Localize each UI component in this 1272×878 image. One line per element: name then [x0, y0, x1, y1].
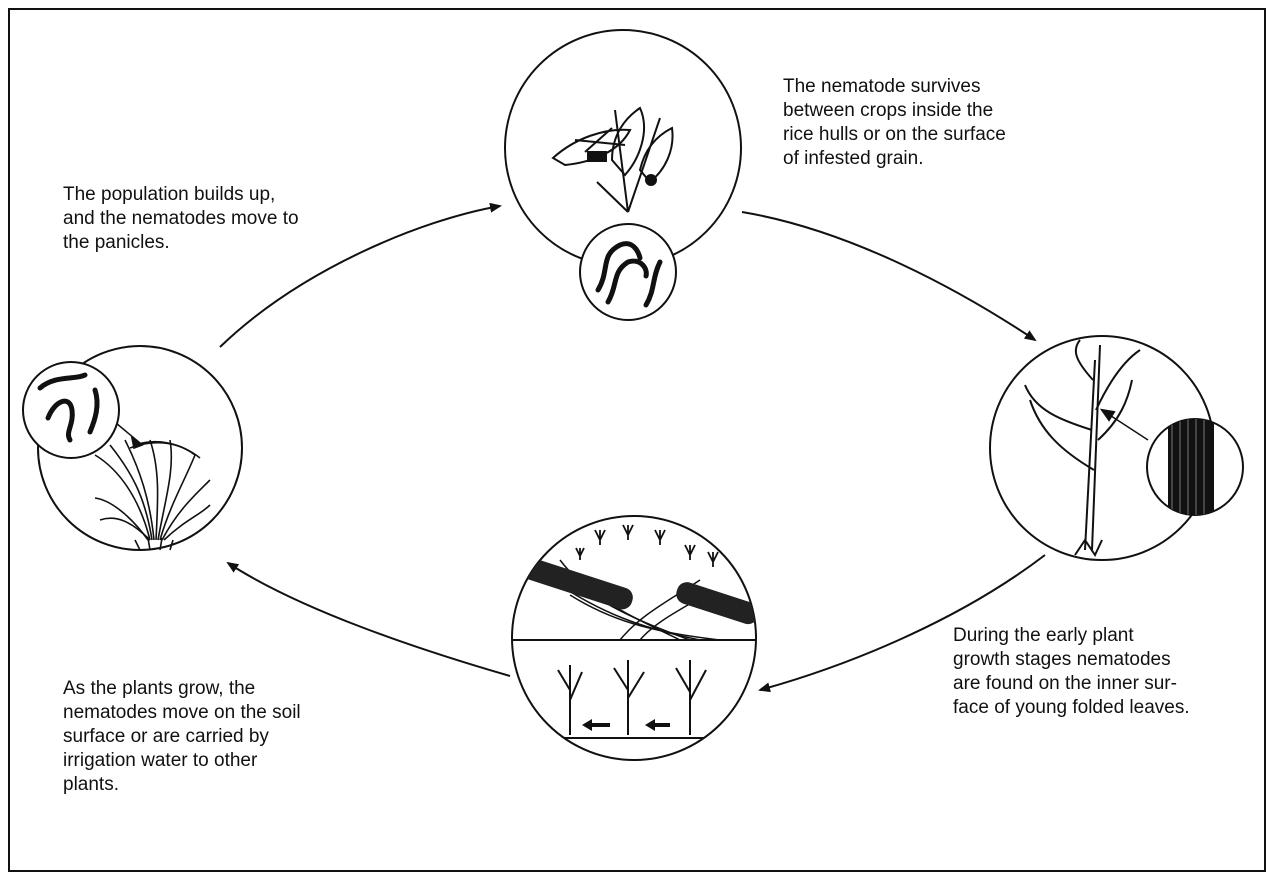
nematode-worms-icon — [37, 372, 100, 443]
arrow-right-to-bottom — [758, 554, 1046, 693]
young-rice-plant-icon — [1024, 339, 1149, 558]
caption-population-buildup: The population builds up, and the nemato… — [63, 184, 299, 253]
nematode-inset-circle — [579, 223, 677, 321]
rice-grain-icon — [551, 106, 674, 213]
caption-early-growth: During the early plant growth stages nem… — [953, 625, 1190, 718]
cycle-arrows — [219, 202, 1046, 693]
rice-plant-panicles-icon — [94, 417, 211, 551]
stage-soil-water — [511, 515, 757, 761]
stage-young-plant — [989, 335, 1244, 561]
stage-grain — [504, 29, 742, 321]
caption-plant-growth: As the plants grow, the nematodes move o… — [63, 678, 301, 795]
stage-panicles-nematode-inset — [22, 361, 120, 459]
arrow-left-to-top — [219, 202, 502, 348]
stage-panicles — [22, 345, 243, 551]
stage-grain-nematode-inset — [579, 223, 677, 321]
soil-water-icon — [512, 524, 756, 739]
caption-survival-stage: The nematode survives between crops insi… — [783, 76, 1006, 169]
stage-soil-water-circle — [511, 515, 757, 761]
arrow-bottom-to-left — [226, 561, 511, 677]
folded-leaf-icon — [1168, 419, 1214, 515]
leaf-fold-inset — [1146, 418, 1244, 516]
nematode-worms-icon — [595, 241, 663, 308]
arrow-top-to-right — [741, 211, 1037, 342]
